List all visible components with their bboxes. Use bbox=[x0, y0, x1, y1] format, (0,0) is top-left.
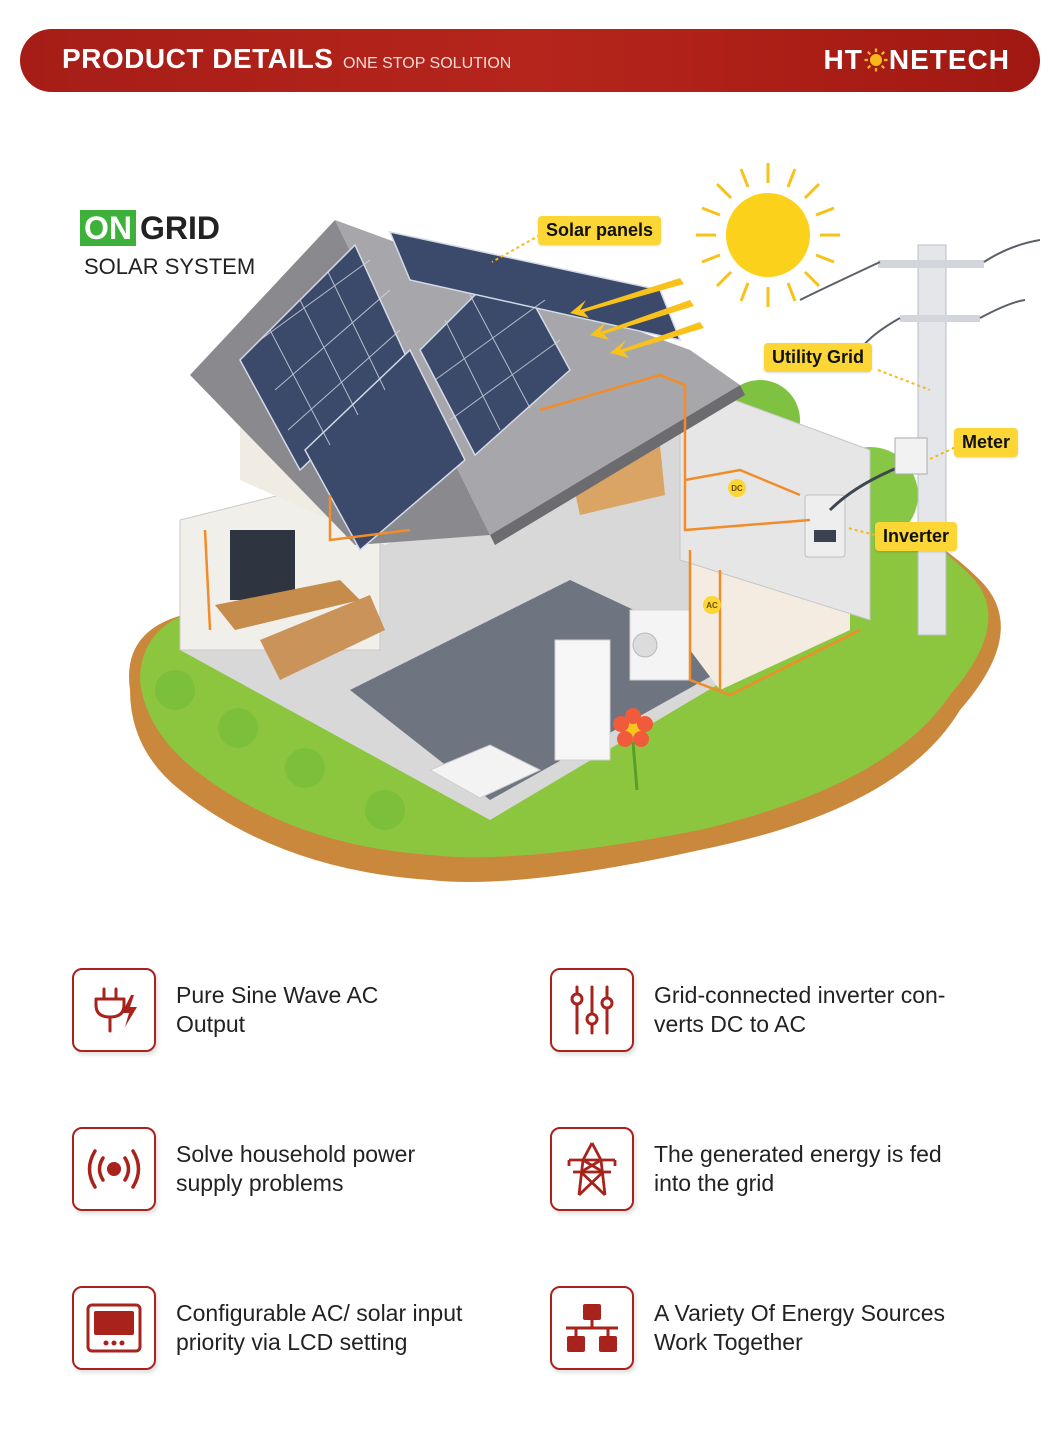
brand-logo: HT NETECH bbox=[824, 44, 1010, 76]
feature-text-line: Output bbox=[176, 1011, 246, 1037]
tv bbox=[230, 530, 295, 600]
sun bbox=[696, 163, 840, 307]
power-lines bbox=[799, 239, 1040, 351]
ac-marker-label: AC bbox=[706, 601, 718, 610]
feature-icon-box bbox=[72, 1127, 156, 1211]
dc-marker-label: DC bbox=[731, 484, 743, 493]
feature-text-line: Pure Sine Wave AC bbox=[176, 982, 379, 1008]
lcd-display-icon bbox=[86, 1303, 142, 1353]
callout-solar-panels: Solar panels bbox=[538, 216, 662, 245]
page-subtitle: ONE STOP SOLUTION bbox=[343, 55, 512, 72]
feature-icon-box bbox=[72, 1286, 156, 1370]
upper-desk bbox=[570, 445, 665, 515]
solar-system-label: SOLAR SYSTEM bbox=[84, 254, 256, 279]
feature-text-line: A Variety Of Energy Sources bbox=[654, 1300, 946, 1326]
sun-logo-icon bbox=[864, 48, 888, 72]
inverter-screen bbox=[814, 530, 836, 542]
bush bbox=[285, 748, 325, 788]
dining-table bbox=[428, 744, 542, 799]
network-icon bbox=[566, 1304, 618, 1352]
sofa bbox=[260, 595, 385, 680]
feature-item-fed-into-grid: The generated energy is fed into the gri… bbox=[550, 1127, 1004, 1211]
on-label: ON bbox=[80, 210, 136, 246]
feature-text-line: Grid-connected inverter con- bbox=[654, 982, 946, 1008]
feature-item-pure-sine-wave: Pure Sine Wave AC Output bbox=[72, 968, 526, 1052]
brand-text-left: HT bbox=[823, 44, 863, 75]
feature-text: The generated energy is fed into the gri… bbox=[654, 1140, 1004, 1198]
feature-item-lcd-priority: Configurable AC/ solar input priority vi… bbox=[72, 1286, 526, 1370]
feature-text: Pure Sine Wave AC Output bbox=[176, 981, 526, 1039]
feature-icon-box bbox=[72, 968, 156, 1052]
roof-edge bbox=[490, 385, 745, 545]
feature-text-line: Work Together bbox=[654, 1329, 803, 1355]
feature-text: Configurable AC/ solar input priority vi… bbox=[176, 1299, 526, 1357]
feature-item-household-power: Solve household power supply problems bbox=[72, 1127, 526, 1211]
callout-inverter: Inverter bbox=[875, 522, 958, 551]
feature-item-energy-sources: A Variety Of Energy Sources Work Togethe… bbox=[550, 1286, 1004, 1370]
dc-marker bbox=[728, 479, 746, 497]
grid-label: GRID bbox=[140, 210, 220, 246]
broadcast-icon bbox=[87, 1149, 141, 1189]
washer-door bbox=[632, 632, 658, 658]
transmission-tower-icon bbox=[567, 1142, 617, 1197]
feature-text-line: priority via LCD setting bbox=[176, 1329, 408, 1355]
right-wall bbox=[679, 379, 871, 621]
page-title: PRODUCT DETAILS bbox=[62, 43, 334, 74]
house-illustration: DC AC bbox=[129, 163, 1040, 882]
brand-text-right: NETECH bbox=[888, 44, 1010, 75]
solar-panel-gridlines bbox=[259, 259, 561, 446]
tv-cabinet bbox=[215, 580, 360, 630]
ac-marker bbox=[703, 596, 721, 614]
header-banner: PRODUCT DETAILS ONE STOP SOLUTION HT NET… bbox=[20, 29, 1040, 92]
callout-utility-grid: Utility Grid bbox=[764, 343, 873, 372]
bush bbox=[365, 790, 405, 830]
sliders-icon bbox=[570, 985, 614, 1035]
feature-text-line: into the grid bbox=[654, 1170, 775, 1196]
feature-icon-box bbox=[550, 1127, 634, 1211]
wiring bbox=[203, 373, 861, 697]
feature-icon-box bbox=[550, 1286, 634, 1370]
feature-text-line: verts DC to AC bbox=[654, 1011, 807, 1037]
callout-leaders bbox=[491, 234, 961, 536]
inverter-box bbox=[804, 494, 846, 558]
feature-text-line: The generated energy is fed bbox=[654, 1141, 942, 1167]
meter-box bbox=[894, 437, 928, 475]
bush bbox=[155, 670, 195, 710]
sun-ray-arrows bbox=[570, 278, 704, 358]
feature-text-line: Configurable AC/ solar input bbox=[176, 1300, 463, 1326]
feature-icon-box bbox=[550, 968, 634, 1052]
feature-item-grid-inverter: Grid-connected inverter con- verts DC to… bbox=[550, 968, 1004, 1052]
pole-crossarm bbox=[878, 260, 984, 268]
feature-text-line: supply problems bbox=[176, 1170, 344, 1196]
bush bbox=[218, 708, 258, 748]
feature-text: Grid-connected inverter con- verts DC to… bbox=[654, 981, 1004, 1039]
feature-text: Solve household power supply problems bbox=[176, 1140, 526, 1198]
fridge bbox=[554, 639, 611, 761]
pole-crossarm bbox=[900, 315, 980, 322]
feature-text: A Variety Of Energy Sources Work Togethe… bbox=[654, 1299, 1004, 1357]
callout-meter: Meter bbox=[954, 428, 1019, 457]
plug-bolt-icon bbox=[94, 987, 137, 1033]
feature-text-line: Solve household power bbox=[176, 1141, 416, 1167]
flower bbox=[613, 708, 653, 791]
